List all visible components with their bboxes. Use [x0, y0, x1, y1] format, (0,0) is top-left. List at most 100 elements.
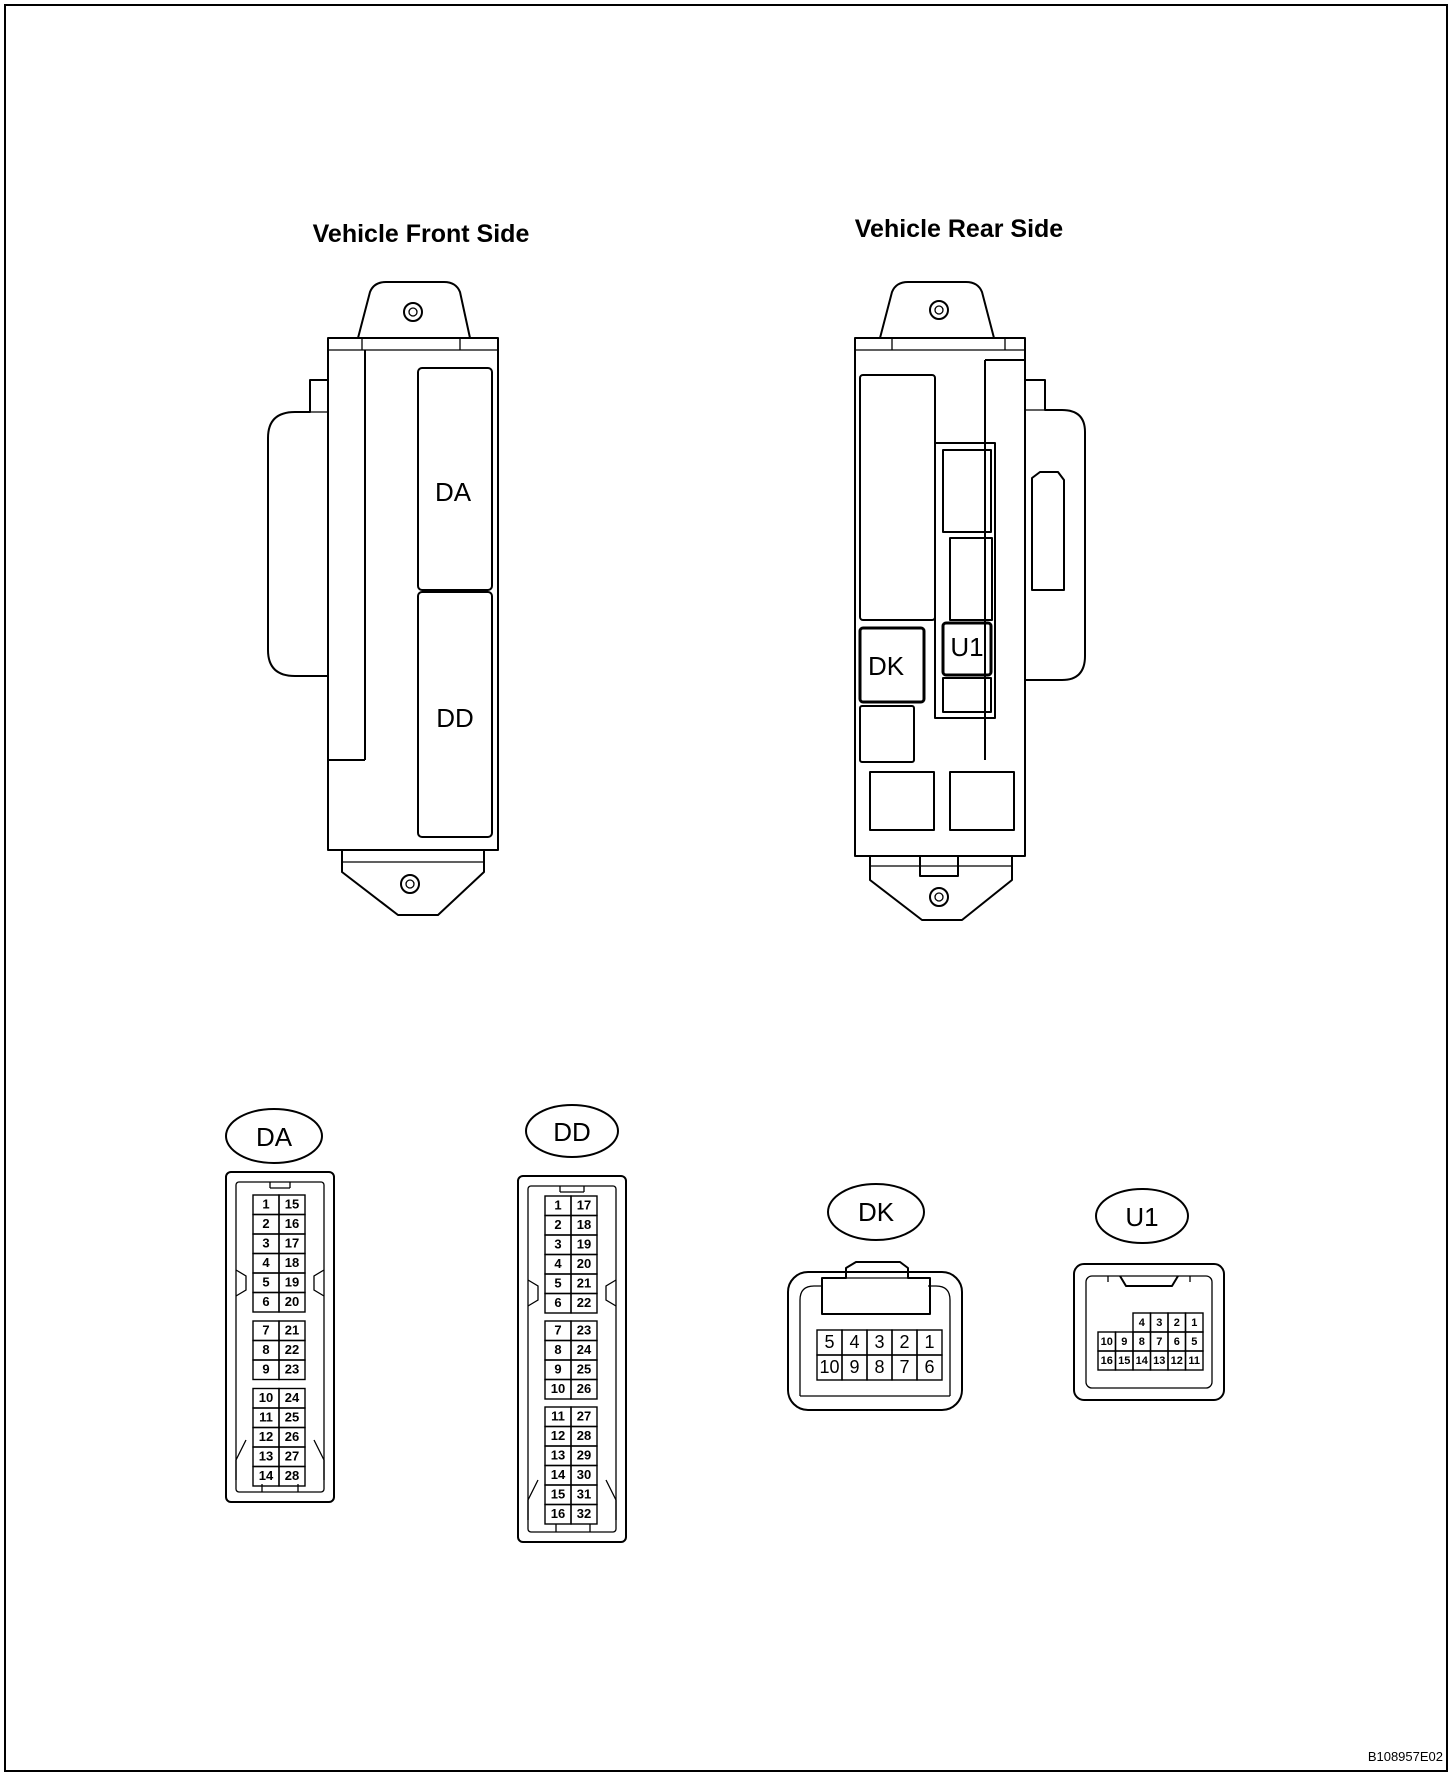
pin-da-20: 20 [278, 1291, 306, 1313]
svg-text:14: 14 [259, 1468, 274, 1483]
svg-text:15: 15 [551, 1487, 565, 1502]
pin-dd-19: 19 [570, 1234, 598, 1256]
connector-dd-label: DD [553, 1117, 591, 1147]
rear-side-clip [1031, 471, 1065, 591]
rear-bottom-tab [869, 856, 1013, 921]
pin-da-10: 10 [252, 1387, 280, 1409]
pin-dk-2: 2 [891, 1329, 918, 1356]
pin-u1-14: 14 [1132, 1350, 1152, 1371]
socket-dk [858, 626, 926, 704]
svg-text:5: 5 [824, 1332, 834, 1352]
pin-dd-13: 13 [544, 1445, 572, 1467]
svg-text:26: 26 [577, 1381, 591, 1396]
svg-text:27: 27 [577, 1409, 591, 1424]
svg-text:7: 7 [1156, 1336, 1162, 1348]
pin-da-14: 14 [252, 1465, 280, 1487]
connector-dd-badge [525, 1104, 619, 1158]
svg-text:20: 20 [285, 1294, 299, 1309]
pin-dd-6: 6 [544, 1292, 572, 1314]
svg-text:25: 25 [577, 1362, 591, 1377]
svg-text:11: 11 [259, 1410, 273, 1425]
svg-text:21: 21 [285, 1323, 299, 1338]
pin-dd-3: 3 [544, 1234, 572, 1256]
svg-text:19: 19 [285, 1275, 299, 1290]
svg-text:7: 7 [554, 1323, 561, 1338]
rear-cavity-2 [949, 537, 993, 621]
svg-text:8: 8 [262, 1342, 269, 1357]
svg-text:3: 3 [262, 1236, 269, 1251]
title-vehicle-rear-side: Vehicle Rear Side [855, 215, 1064, 243]
connector-dk-label: DK [858, 1197, 895, 1227]
svg-text:1: 1 [262, 1197, 269, 1212]
svg-text:7: 7 [262, 1323, 269, 1338]
svg-text:17: 17 [285, 1236, 299, 1251]
pin-da-4: 4 [252, 1252, 280, 1274]
svg-text:30: 30 [577, 1467, 591, 1482]
pin-dd-1: 1 [544, 1195, 572, 1217]
pin-da-9: 9 [252, 1359, 280, 1381]
pin-u1-5: 5 [1184, 1331, 1204, 1352]
socket-u1 [941, 621, 993, 677]
svg-text:32: 32 [577, 1506, 591, 1521]
front-bottom-tab [341, 850, 485, 916]
connector-da-housing [225, 1171, 335, 1503]
rear-cavity-panel [934, 442, 996, 719]
pin-u1-15: 15 [1114, 1350, 1134, 1371]
pin-dd-32: 32 [570, 1503, 598, 1525]
svg-text:25: 25 [285, 1410, 299, 1425]
pin-da-11: 11 [252, 1407, 280, 1429]
svg-text:27: 27 [285, 1449, 299, 1464]
pin-da-16: 16 [278, 1213, 306, 1235]
socket-da [417, 367, 493, 591]
svg-text:6: 6 [924, 1357, 934, 1377]
pin-u1-11: 11 [1184, 1350, 1204, 1371]
pin-da-13: 13 [252, 1446, 280, 1468]
pin-da-7: 7 [252, 1320, 280, 1342]
pin-dd-17: 17 [570, 1195, 598, 1217]
svg-text:24: 24 [285, 1390, 300, 1405]
svg-text:16: 16 [1101, 1355, 1113, 1367]
svg-text:12: 12 [1171, 1355, 1183, 1367]
connector-dd-housing [517, 1175, 627, 1543]
front-body [327, 337, 499, 851]
rear-cavity-3 [942, 677, 992, 713]
diagram-border [4, 4, 1448, 1772]
pin-dd-29: 29 [570, 1445, 598, 1467]
pin-da-25: 25 [278, 1407, 306, 1429]
pin-dk-9: 9 [841, 1354, 868, 1381]
pin-dd-24: 24 [570, 1339, 598, 1361]
rear-lower-block-right [949, 771, 1015, 831]
pin-dd-18: 18 [570, 1214, 598, 1236]
svg-text:22: 22 [577, 1295, 591, 1310]
rear-bottom-notch [919, 856, 959, 877]
pin-da-27: 27 [278, 1446, 306, 1468]
ecu-rear-view: DK U1 [854, 281, 1086, 921]
svg-text:4: 4 [262, 1255, 270, 1270]
pin-dd-30: 30 [570, 1464, 598, 1486]
svg-text:13: 13 [551, 1448, 565, 1463]
pin-da-24: 24 [278, 1387, 306, 1409]
front-top-tab [357, 281, 471, 339]
svg-text:8: 8 [874, 1357, 884, 1377]
pin-da-8: 8 [252, 1339, 280, 1361]
svg-text:6: 6 [262, 1294, 269, 1309]
pin-dd-31: 31 [570, 1484, 598, 1506]
svg-text:9: 9 [554, 1362, 561, 1377]
svg-text:17: 17 [577, 1198, 591, 1213]
svg-text:5: 5 [554, 1276, 561, 1291]
socket-label-da: DA [435, 477, 472, 507]
pin-dd-4: 4 [544, 1253, 572, 1275]
svg-text:13: 13 [259, 1449, 273, 1464]
rear-small-block [859, 705, 915, 763]
svg-text:11: 11 [551, 1409, 565, 1424]
pin-da-22: 22 [278, 1339, 306, 1361]
pin-u1-16: 16 [1097, 1350, 1117, 1371]
front-top-hole [403, 302, 423, 322]
svg-text:24: 24 [577, 1342, 592, 1357]
svg-text:13: 13 [1153, 1355, 1165, 1367]
svg-text:16: 16 [285, 1216, 299, 1231]
svg-text:3: 3 [1156, 1317, 1162, 1329]
